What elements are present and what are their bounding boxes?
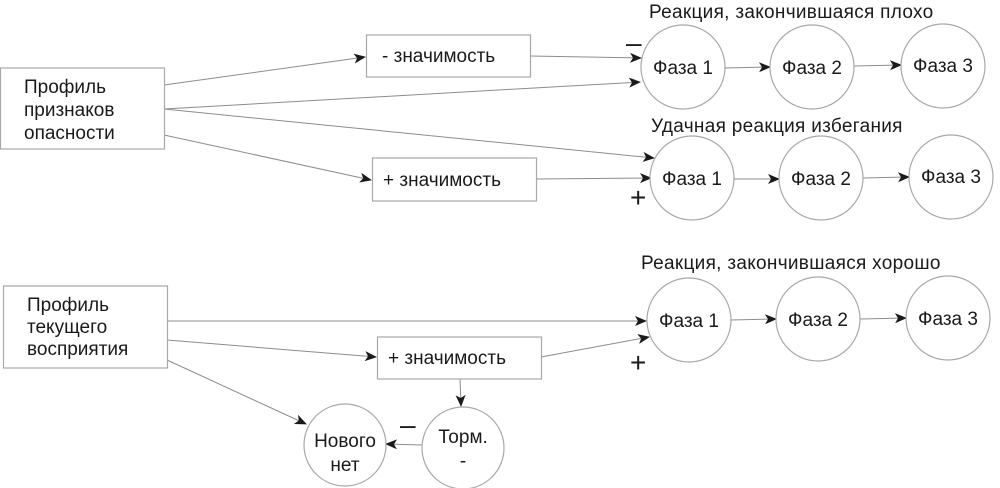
plus-sign-avoidance: + (630, 182, 646, 213)
bad-phase1-label: Фаза 1 (653, 58, 713, 79)
bad-phase2-node: Фаза 2 (769, 24, 855, 110)
good-phase3-label: Фаза 3 (918, 309, 978, 330)
pos-significance-top-box: + значимость (371, 157, 538, 202)
edge-inhibition-to-nothing-new (385, 439, 423, 450)
pos-significance-top-label: + значимость (383, 170, 501, 191)
minus-sign-inhibition: – (400, 409, 416, 440)
nothing-new-label-line2: нет (330, 455, 359, 476)
minus-sign-bad: – (626, 27, 642, 58)
danger-profile-box: Профиль признаков опасности (0, 67, 166, 150)
edge-current-to-pos-significance (166, 339, 377, 362)
edge-bad-phase2-to-phase3 (853, 60, 902, 71)
good-phase2-node: Фаза 2 (775, 276, 861, 362)
edge-danger-to-pos-significance (163, 134, 372, 183)
good-phase1-node: Фаза 1 (646, 277, 732, 363)
avoid-phase3-node: Фаза 3 (908, 134, 994, 220)
pos-significance-bottom-box: + значимость (376, 336, 543, 380)
nothing-new-label-line1: Нового (314, 431, 376, 452)
plus-sign-good: + (630, 347, 646, 378)
neg-significance-box: - значимость (365, 34, 532, 78)
good-reaction-title: Реакция, закончившаяся хорошо (641, 253, 941, 274)
bad-phase2-label: Фаза 2 (782, 58, 842, 79)
edges (163, 52, 910, 450)
current-profile-box: Профиль текущего восприятия (2, 285, 169, 369)
inhibition-label-line1: Торм. (438, 427, 488, 448)
bad-phase1-node: Фаза 1 (640, 24, 726, 110)
bad-reaction-title: Реакция, закончившаяся плохо (649, 2, 933, 23)
edge-pos-significance-to-good-phase1 (540, 334, 650, 358)
edge-pos-significance-to-inhibition (455, 378, 466, 407)
danger-profile-line1: Профиль (24, 77, 106, 98)
edge-bad-phase1-to-phase2 (723, 62, 771, 73)
edge-danger-to-avoid-phase1 (163, 108, 655, 162)
avoid-phase2-node: Фаза 2 (778, 135, 864, 221)
danger-profile-line3: опасности (24, 123, 115, 144)
nothing-new-node: Нового нет (303, 403, 387, 487)
edge-good-phase1-to-phase2 (730, 314, 777, 325)
bad-phase3-node: Фаза 3 (900, 23, 986, 109)
inhibition-label-line2: - (460, 451, 466, 472)
edge-danger-to-bad-phase1 (163, 77, 641, 110)
edge-avoid-phase2-to-phase3 (862, 172, 910, 183)
current-profile-line2: текущего (27, 317, 107, 338)
avoid-phase3-label: Фаза 3 (921, 167, 981, 188)
avoid-phase1-node: Фаза 1 (649, 135, 735, 221)
edge-danger-to-neg-significance (163, 53, 366, 86)
pos-significance-bottom-label: + значимость (388, 348, 506, 369)
danger-profile-line2: признаков (24, 100, 114, 121)
bad-phase3-label: Фаза 3 (913, 56, 973, 77)
avoid-phase2-label: Фаза 2 (791, 169, 851, 190)
edge-current-to-nothing-new (166, 359, 307, 425)
avoidance-reaction-title: Удачная реакция избегания (651, 116, 903, 137)
current-profile-line3: восприятия (27, 339, 128, 360)
avoid-phase1-label: Фаза 1 (662, 169, 722, 190)
edge-good-phase2-to-phase3 (859, 313, 907, 324)
good-phase1-label: Фаза 1 (659, 311, 719, 332)
current-profile-line1: Профиль (27, 295, 109, 316)
good-phase2-label: Фаза 2 (788, 310, 848, 331)
good-phase3-node: Фаза 3 (905, 275, 991, 361)
edge-pos-significance-to-avoid-phase1 (535, 173, 652, 184)
edge-neg-significance-to-bad-phase1 (529, 52, 642, 63)
inhibition-node: Торм. - (421, 406, 505, 488)
neg-significance-label: - значимость (382, 46, 495, 67)
